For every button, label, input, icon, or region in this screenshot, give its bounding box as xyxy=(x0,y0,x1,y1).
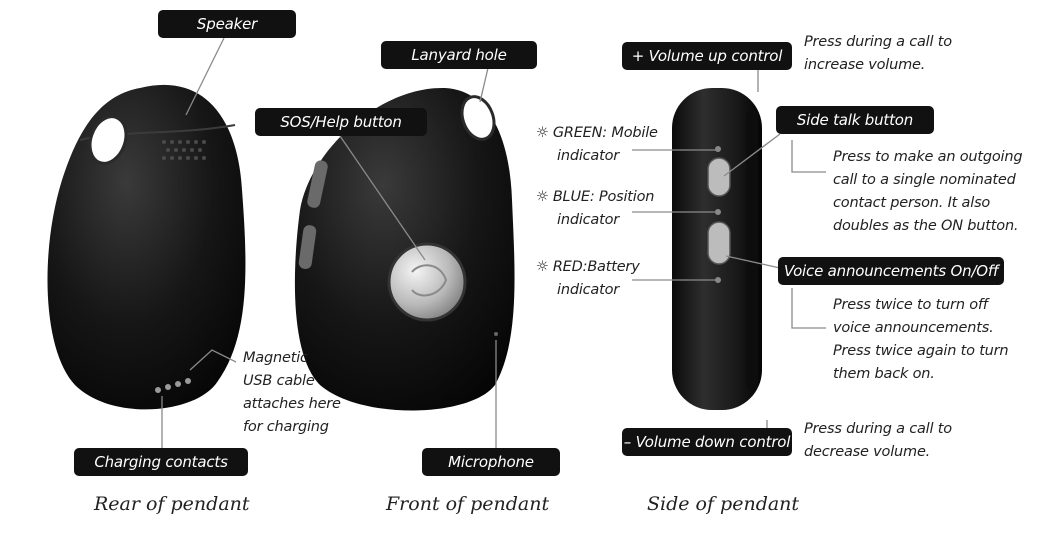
rear-pendant xyxy=(47,84,246,410)
sun-icon: ☼ xyxy=(536,259,549,275)
speaker-label: Speaker xyxy=(158,10,296,38)
blue-indicator-text: ☼BLUE: Position indicator xyxy=(536,189,655,228)
sun-icon: ☼ xyxy=(536,189,549,205)
side-talk-button-shape xyxy=(707,157,731,197)
voice-announcements-note: Press twice to turn off voice announceme… xyxy=(833,297,1009,382)
lanyard-hole-label: Lanyard hole xyxy=(381,41,537,69)
sos-help-button-label: SOS/Help button xyxy=(255,108,427,136)
front-side-button-top xyxy=(307,160,328,208)
rear-lanyard-hole xyxy=(88,115,128,165)
voice-announcements-label: Voice announcements On/Off xyxy=(778,257,1004,285)
red-indicator-text: ☼RED:Battery indicator xyxy=(536,259,640,298)
front-caption: Front of pendant xyxy=(386,493,550,515)
side-caption: Side of pendant xyxy=(647,493,800,515)
charging-contacts-dots xyxy=(155,378,191,393)
microphone-hole xyxy=(494,332,498,336)
microphone-label: Microphone xyxy=(422,448,560,476)
blue-indicator-led xyxy=(715,209,721,215)
front-pendant xyxy=(294,87,515,411)
front-lanyard-hole xyxy=(460,95,496,141)
front-side-button-bottom xyxy=(298,225,317,269)
volume-down-control-label: – Volume down control xyxy=(622,428,792,456)
sun-icon: ☼ xyxy=(536,125,549,141)
volume-up-control-label: + Volume up control xyxy=(622,42,792,70)
speaker-grille xyxy=(162,140,206,160)
red-indicator-led xyxy=(715,277,721,283)
voice-button-shape xyxy=(707,221,731,265)
green-indicator-led xyxy=(715,146,721,152)
side-talk-note: Press to make an outgoing call to a sing… xyxy=(833,149,1023,234)
volume-down-note: Press during a call to decrease volume. xyxy=(804,421,952,460)
charging-contacts-label: Charging contacts xyxy=(74,448,248,476)
volume-up-note: Press during a call to increase volume. xyxy=(804,34,952,73)
side-talk-button-label: Side talk button xyxy=(776,106,934,134)
leader-lines xyxy=(161,37,826,448)
magnetic-usb-note: Magnetic USB cable attaches here for cha… xyxy=(243,350,341,435)
green-indicator-text: ☼GREEN: Mobile indicator xyxy=(536,125,658,164)
rear-caption: Rear of pendant xyxy=(94,493,250,515)
side-pendant xyxy=(672,88,762,410)
sos-help-button-disc xyxy=(387,242,467,322)
